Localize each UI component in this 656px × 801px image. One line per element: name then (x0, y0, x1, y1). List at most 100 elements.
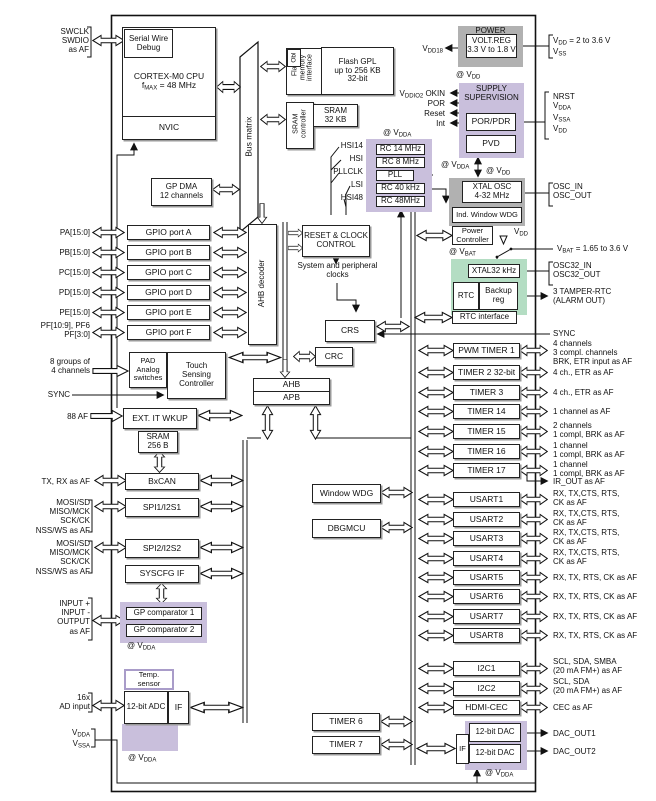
hsi14-label: HSI14 (340, 141, 363, 150)
adc-supply-label: @ VDDA (128, 753, 157, 764)
rtc-block: RTC (453, 282, 479, 310)
ind-window-wdg-block: Ind. Window WDG (452, 207, 522, 223)
pin-gpio: PA[15:0] (59, 228, 90, 237)
pin-usart: RX, TX, RTS, CK as AF (553, 612, 638, 621)
window-wdg-block: Window WDG (312, 484, 381, 503)
nvic-block: NVIC (123, 116, 215, 146)
gpio-port-block: GPIO port D (127, 285, 210, 300)
dac2-block: 12-bit DAC (469, 744, 521, 763)
pin-timer: 4 ch., ETR as AF (553, 368, 614, 377)
pin-usart: RX, TX, RTS, CK as AF (553, 573, 638, 582)
usart-block: USART1 (453, 492, 520, 507)
power-at-vdd-label: @ VDD (456, 70, 481, 81)
pllclk-label: PLLCLK (333, 167, 363, 176)
pin-ir-out: IR_OUT as AF (553, 477, 605, 486)
usart-block: USART5 (453, 570, 520, 585)
bxcan-block: BxCAN (125, 473, 199, 490)
gpio-port-block: GPIO port C (127, 265, 210, 280)
timer6-block: TIMER 6 (312, 713, 380, 731)
rtc-interface-block: RTC interface (452, 311, 517, 324)
pin-tamper: 3 TAMPER-RTC(ALARM OUT) (553, 287, 612, 306)
exti-wkup-block: EXT. IT WKUP (123, 408, 197, 429)
pin-sync-left: SYNC (47, 390, 70, 399)
obl-block: Obl (287, 49, 301, 67)
rc8-block: RC 8 MHz (376, 157, 425, 168)
syscfg-block: SYSCFG IF (125, 565, 199, 583)
pin-usart: RX, TX,CTS, RTS,CK as AF (553, 528, 620, 547)
pin-usart: RX, TX, RTS, CK as AF (553, 631, 638, 640)
dac1-block: 12-bit DAC (469, 723, 521, 742)
pin-usart: RX, TX,CTS, RTS,CK as AF (553, 509, 620, 528)
pvd-block: PVD (466, 135, 516, 153)
gpio-port-block: GPIO port A (127, 225, 210, 240)
timer-block: TIMER 2 32-bit (453, 365, 520, 380)
at-vbat-label: @ VBAT (449, 247, 476, 258)
usart-block: USART2 (453, 512, 520, 527)
supply-at-vdd-label: @ VDD (486, 166, 511, 177)
crs-block: CRS (325, 320, 375, 342)
dac-if-block: IF (456, 734, 469, 764)
flash-interface-block (286, 48, 322, 95)
usart-block: USART4 (453, 551, 520, 566)
lsi-label: LSI (350, 180, 363, 189)
timer-block: TIMER 15 (453, 424, 520, 439)
pin-i2c: CEC as AF (553, 703, 593, 712)
ahb-apb-bridge: AHB APB (253, 378, 330, 405)
pin-usart: RX, TX,CTS, RTS,CK as AF (553, 548, 620, 567)
pin-can: TX, RX as AF (41, 477, 90, 486)
rc40-block: RC 40 kHz (376, 183, 425, 194)
temp-sensor-block: Temp.sensor (124, 669, 174, 690)
comparator2-block: GP comparator 2 (126, 624, 202, 637)
pin-gpio: PC[15:0] (58, 268, 90, 277)
timer7-block: TIMER 7 (312, 736, 380, 754)
comparator-supply-label: @ VDDA (127, 641, 156, 652)
switch-vdd-label: VDD (514, 227, 529, 238)
pin-dac-out1: DAC_OUT1 (553, 729, 596, 738)
pin-gpio: PD[15:0] (58, 288, 90, 297)
i2c-block: HDMI-CEC (453, 700, 520, 715)
clock-supply-label: @ VDDA (383, 128, 412, 139)
por-label: POR (427, 99, 445, 108)
timer-block: TIMER 14 (453, 404, 520, 419)
spi2-block: SPI2/I2S2 (125, 539, 199, 558)
usart-block: USART8 (453, 628, 520, 643)
gpio-port-block: GPIO port E (127, 305, 210, 320)
pin-timer: 4 ch., ETR as AF (553, 388, 614, 397)
timer-block: TIMER 3 (453, 385, 520, 400)
pin-i2c: SCL, SDA, SMBA(20 mA FM+) as AF (553, 657, 623, 676)
adc-if-block: IF (168, 691, 189, 724)
por-pdr-block: POR/PDR (466, 113, 516, 131)
pin-i2c: SCL, SDA(20 mA FM+) as AF (553, 677, 623, 696)
hsi-label: HSI (349, 154, 363, 163)
sram-controller-block (286, 102, 314, 149)
pin-gpio: PB[15:0] (59, 248, 90, 257)
adc-region (122, 724, 178, 751)
spi1-block: SPI1/I2S1 (125, 498, 199, 517)
dbgmcu-block: DBGMCU (312, 519, 381, 538)
pll-block: PLL (376, 170, 414, 181)
gpio-port-block: GPIO port B (127, 245, 210, 260)
bus-matrix-label: Bus matrix (243, 116, 254, 157)
